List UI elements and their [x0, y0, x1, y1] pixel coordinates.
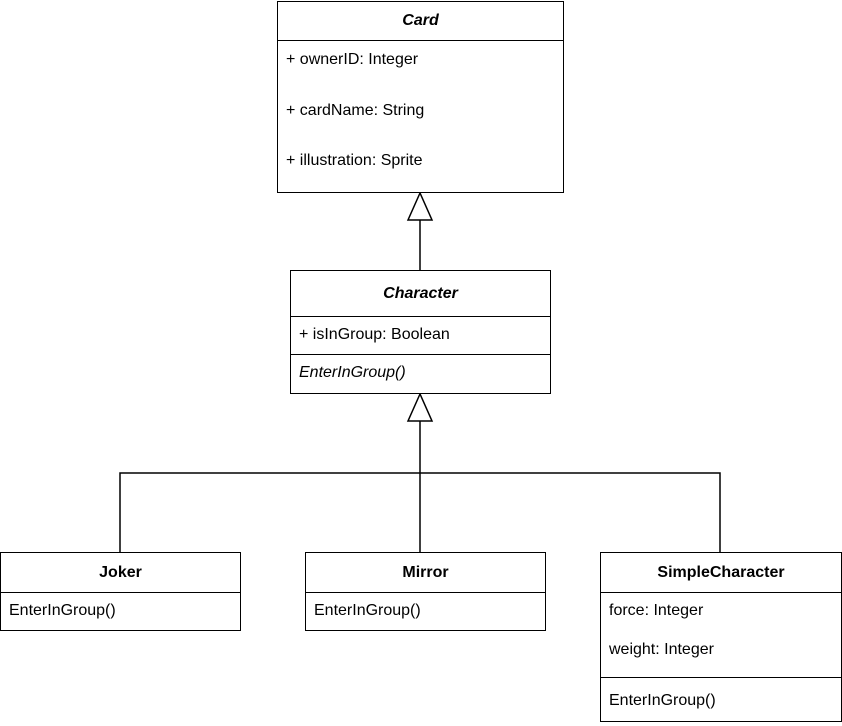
class-character-attributes: + isInGroup: Boolean	[291, 317, 550, 355]
class-card-attributes: + ownerID: Integer + cardName: String + …	[278, 41, 563, 191]
method-enter-in-group: EnterInGroup()	[609, 692, 716, 709]
class-simple-character-methods: EnterInGroup()	[601, 678, 841, 720]
generalization-arrow-character	[406, 392, 434, 422]
class-joker-methods: EnterInGroup()	[1, 593, 240, 630]
class-mirror-methods: EnterInGroup()	[306, 593, 545, 630]
attribute-illustration: + illustration: Sprite	[286, 152, 423, 169]
class-card-name: Card	[278, 2, 563, 41]
method-enter-in-group: EnterInGroup()	[299, 364, 406, 381]
class-simple-character-name: SimpleCharacter	[601, 553, 841, 593]
class-card[interactable]: Card + ownerID: Integer + cardName: Stri…	[277, 1, 564, 193]
method-enter-in-group: EnterInGroup()	[314, 602, 421, 619]
attribute-force: force: Integer	[609, 602, 704, 619]
attribute-card-name: + cardName: String	[286, 102, 425, 119]
attribute-owner-id: + ownerID: Integer	[286, 51, 419, 68]
generalization-arrow-card	[406, 191, 434, 221]
class-joker-name: Joker	[1, 553, 240, 593]
class-simple-character[interactable]: SimpleCharacter force: Integer weight: I…	[600, 552, 842, 722]
class-character-methods: EnterInGroup()	[291, 355, 550, 392]
class-mirror[interactable]: Mirror EnterInGroup()	[305, 552, 546, 631]
attribute-is-in-group: + isInGroup: Boolean	[299, 326, 450, 343]
class-mirror-name: Mirror	[306, 553, 545, 593]
class-simple-character-attributes: force: Integer weight: Integer	[601, 593, 841, 678]
class-joker[interactable]: Joker EnterInGroup()	[0, 552, 241, 631]
class-character-name: Character	[291, 271, 550, 317]
method-enter-in-group: EnterInGroup()	[9, 602, 116, 619]
edge-simplecharacter-to-character	[420, 472, 721, 552]
class-character[interactable]: Character + isInGroup: Boolean EnterInGr…	[290, 270, 551, 394]
edge-joker-to-character	[119, 472, 420, 552]
attribute-weight: weight: Integer	[609, 641, 714, 658]
